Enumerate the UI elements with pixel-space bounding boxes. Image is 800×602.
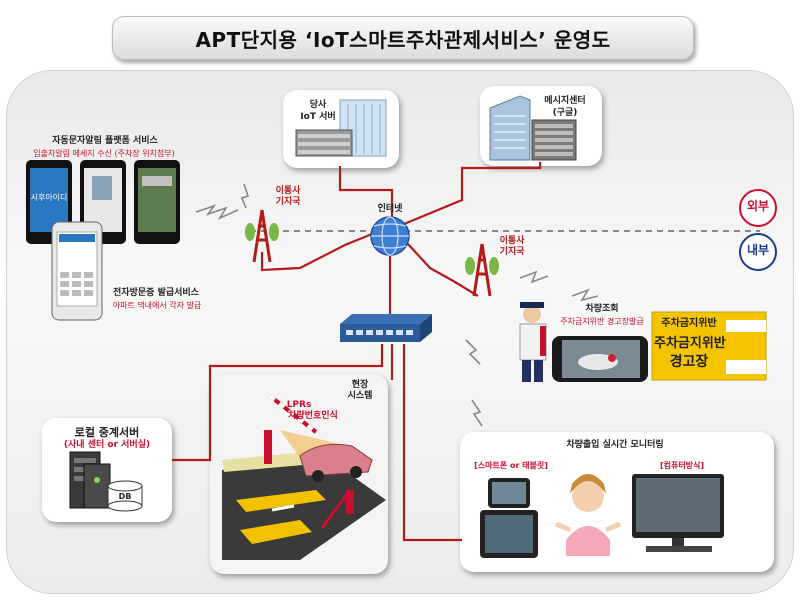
db-label: DB [118, 492, 132, 501]
tower-left-icon [245, 209, 279, 263]
link-server [338, 166, 394, 218]
message-center-icon [489, 95, 577, 161]
wireless-signals [195, 183, 599, 427]
internet-label: 인터넷 [377, 204, 403, 214]
vehicle-check-title: 차량조회 [585, 304, 619, 314]
app-service-title: 자동문자알림 플랫폼 서비스 [52, 136, 158, 146]
app-service-subtitle: 입출차알림 메세지 수신 (주차장 위치첨부) [33, 149, 175, 158]
parking-gate-scene [222, 394, 386, 560]
lpr-label-1: LPRs [286, 400, 312, 410]
network-links [172, 162, 542, 542]
inside-label: 내부 [746, 243, 770, 257]
outside-label: 외부 [746, 199, 770, 213]
tower-left-label-2: 기지국 [275, 197, 301, 207]
warning-sign-middle: 주차금지위반 [654, 336, 726, 351]
iot-server-label-2: IoT 서버 [300, 112, 336, 122]
lpr-label-2: 차량번호인식 [288, 411, 338, 421]
app-phones-icon [26, 160, 180, 244]
tower-right-label-2: 기지국 [499, 247, 525, 257]
relay-server-subtitle: (사내 센터 or 서버실) [63, 440, 151, 450]
diagram-title: APT단지용 ‘IoT스마트주차관제서비스’ 운영도 [112, 16, 694, 60]
warning-sign-icon [651, 311, 767, 381]
network-switch-icon [340, 314, 432, 342]
vehicle-check-phone-icon [552, 336, 648, 382]
link-tower-right [407, 243, 479, 297]
internet-globe-icon [370, 216, 410, 256]
inside-badge [739, 233, 777, 271]
vehicle-check-subtitle: 주차금지위반 경고장발급 [560, 317, 644, 326]
warning-sign-bottom: 경고장 [669, 354, 709, 370]
tower-left-label-1: 이통사 [275, 186, 301, 196]
monitoring-left-label: [스마트폰 or 태블릿] [474, 461, 548, 470]
operator-icon [555, 474, 621, 556]
relay-server-title: 로컬 중계서버 [74, 426, 140, 439]
monitoring-right-label: [컴퓨터방식] [659, 461, 705, 470]
link-tower-left [260, 232, 373, 272]
monitoring-devices-icon [480, 474, 724, 558]
tower-right-label-1: 이통사 [499, 236, 525, 246]
field-system-label-2: 시스템 [347, 391, 373, 401]
visitor-phone-icon [51, 221, 103, 321]
visitor-service-title: 전자방문증 발급서비스 [113, 288, 199, 298]
iot-server-label-1: 당사 [309, 100, 327, 110]
database-icon [107, 480, 143, 512]
security-guard-icon [519, 302, 547, 382]
link-relay-server [172, 344, 384, 462]
outside-badge [739, 189, 777, 227]
visitor-service-subtitle: 아파트 댁내에서 각자 발급 [112, 301, 202, 310]
tower-right-icon [465, 243, 499, 297]
message-center-label-1: 메시지센터 [544, 96, 586, 106]
link-message-center [403, 162, 542, 226]
link-monitoring [402, 344, 462, 542]
field-system-label-1: 현장 [351, 380, 369, 390]
relay-server-icon [69, 451, 111, 509]
message-center-label-2: (구글) [552, 108, 578, 118]
monitoring-title: 차량출입 실시간 모니터링 [566, 440, 664, 450]
warning-sign-top: 주차금지위반 [661, 318, 717, 329]
iot-server-icon [295, 99, 387, 157]
app-name-label: 시후아이디 [30, 193, 68, 202]
